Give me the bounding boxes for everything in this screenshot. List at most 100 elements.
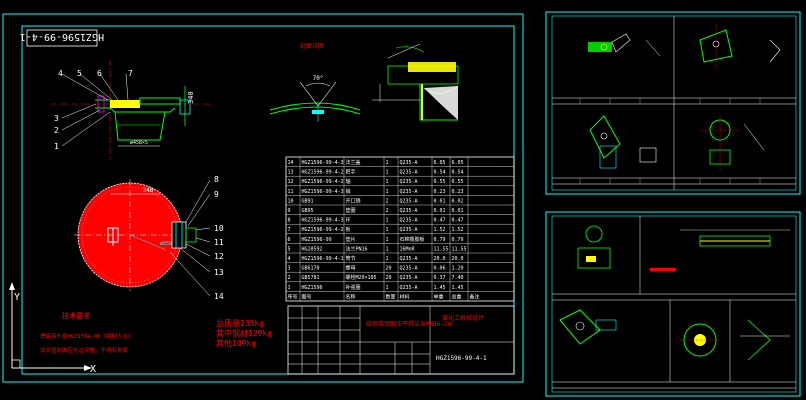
title-block: 碳钢带颈耐压平焊法兰PN16-10 某化工机械设计 HGZ1596-99-4-1 — [287, 305, 515, 375]
bom-cell-w2: 1.45 — [452, 285, 464, 291]
bom-cell-qty: 1 — [386, 237, 389, 243]
detail-sheet-bottom — [545, 211, 801, 397]
bom-cell-w2: 20.0 — [452, 256, 464, 262]
bom-cell-material: Q235-A — [400, 275, 418, 281]
bom-cell-material: Q235-A — [400, 266, 418, 272]
bom-cell-no: 7 — [288, 227, 291, 233]
weld-detail — [372, 43, 459, 121]
bom-cell-name: 开口销 — [346, 197, 361, 204]
part-label-13: 13 — [214, 268, 224, 277]
bom-cell-w1: 0.06 — [434, 266, 446, 272]
bom-cell-qty: 1 — [386, 189, 389, 195]
bom-cell-w2: 0.47 — [452, 218, 464, 224]
bom-cell-w1: 0.23 — [434, 189, 446, 195]
bom-cell-no: 1 — [288, 285, 291, 291]
bom-cell-w2: 0.79 — [452, 237, 464, 243]
bom-cell-qty: 1 — [386, 170, 389, 176]
bom-cell-code: HGZ1596-99-4-2 — [302, 227, 344, 233]
weight-other: 其他109kg — [216, 338, 256, 348]
bom-cell-name: 板 — [346, 226, 351, 233]
bom-cell-material: Q235-A — [400, 189, 418, 195]
bom-cell-name: 名称 — [346, 293, 356, 300]
part-label-14: 14 — [214, 292, 224, 301]
bom-cell-material: Q235-A — [400, 170, 418, 176]
bom-cell-w2: 0.01 — [452, 208, 464, 214]
bom-cell-w1: 0.55 — [434, 179, 446, 185]
title-block-company: 某化工机械设计 — [442, 314, 484, 322]
bom-cell-material: 16MnR — [400, 246, 416, 252]
bom-cell-w2: 总重 — [452, 293, 462, 300]
bom-cell-material: Q235-A — [400, 208, 418, 214]
bom-cell-qty: 1 — [386, 179, 389, 185]
bom-cell-material: Q235-A — [400, 256, 418, 262]
bom-cell-qty: 2 — [386, 198, 389, 204]
bom-cell-name: 销 — [346, 188, 351, 195]
bom-cell-material: 材料 — [400, 293, 410, 300]
bom-cell-no: 8 — [288, 218, 291, 224]
bom-cell-w1: 20.0 — [434, 256, 446, 262]
bom-cell-code: GB91 — [302, 198, 314, 204]
bom-cell-no: 5 — [288, 246, 291, 252]
bom-cell-name: 环 — [346, 218, 351, 224]
bom-cell-w2: 0.55 — [452, 179, 464, 185]
weight-steel: 其中钢材129kg — [216, 328, 272, 338]
bom-cell-w2: 1.52 — [452, 227, 464, 233]
bom-cell-qty: 1 — [386, 218, 389, 224]
angle-detail: 剖面详图 70° — [269, 42, 361, 122]
detail-sheet-top — [545, 11, 801, 195]
bom-cell-note: 备注 — [470, 293, 480, 300]
part-label-10: 10 — [214, 224, 224, 233]
bom-cell-material: Q235-A — [400, 218, 418, 224]
part-label-9: 9 — [214, 190, 219, 199]
part-label-3: 3 — [54, 114, 59, 123]
bom-cell-name: 垫圈 — [346, 207, 356, 214]
bom-cell-no: 9 — [288, 208, 291, 214]
dim-bottom-label: ø458×5 — [130, 140, 148, 146]
ucs-x-label: X — [90, 364, 96, 375]
bom-cell-code: HGZ1596-99-4-3 — [302, 218, 344, 224]
section-detail-label: 剖面详图 — [300, 42, 324, 50]
ucs-icon: Y X — [9, 282, 96, 375]
part-label-1: 1 — [54, 142, 59, 151]
tech-note-2: 法兰密封面应光洁平整，不得有划痕 — [40, 346, 129, 354]
technical-requirements: 技术要求 焊接接头按HG21594—99《钢制人孔》 法兰密封面应光洁平整，不得… — [40, 311, 134, 354]
bom-cell-w2: 7.40 — [452, 275, 464, 281]
bom-cell-qty: 1 — [386, 160, 389, 166]
bom-cell-code: HGZ1596-99 — [302, 237, 332, 243]
bom-cell-no: 4 — [288, 256, 291, 262]
bom-cell-qty: 1 — [386, 246, 389, 252]
bom-cell-w1: 1.45 — [434, 285, 446, 291]
main-sheet: HGZ1596-99-4-1 340 ø458×5 — [2, 13, 524, 383]
bom-cell-qty: 20 — [386, 266, 392, 272]
tech-note-1: 焊接接头按HG21594—99《钢制人孔》 — [40, 332, 134, 340]
bom-cell-qty: 20 — [386, 275, 392, 281]
bom-cell-code: HGZ1596-99-4-2 — [302, 179, 344, 185]
bom-cell-w1: 0.79 — [434, 237, 446, 243]
part-label-2: 2 — [54, 126, 59, 135]
drawing-number-text: HGZ1596-99-4-1 — [20, 31, 104, 42]
bom-cell-w2: 11.55 — [452, 246, 467, 252]
bom-cell-w1: 11.55 — [434, 246, 449, 252]
bom-cell-name: 法兰盖 — [346, 159, 361, 166]
bom-cell-code: GB95 — [302, 208, 314, 214]
part-label-4: 4 — [58, 69, 63, 78]
bom-cell-name: 轴 — [346, 178, 351, 185]
bom-cell-no: 10 — [288, 198, 294, 204]
bom-cell-code: HGZ1596-99-4-2 — [302, 170, 344, 176]
bom-cell-w2: 6.05 — [452, 160, 464, 166]
bom-cell-w2: 0.23 — [452, 189, 464, 195]
bom-cell-w1: 0.01 — [434, 208, 446, 214]
bom-cell-w1: 0.01 — [434, 198, 446, 204]
side-section-view: 340 ø458×5 4 5 6 7 3 2 1 — [50, 60, 210, 160]
bom-cell-no: 13 — [288, 170, 294, 176]
bom-cell-code: 图号 — [302, 294, 312, 300]
